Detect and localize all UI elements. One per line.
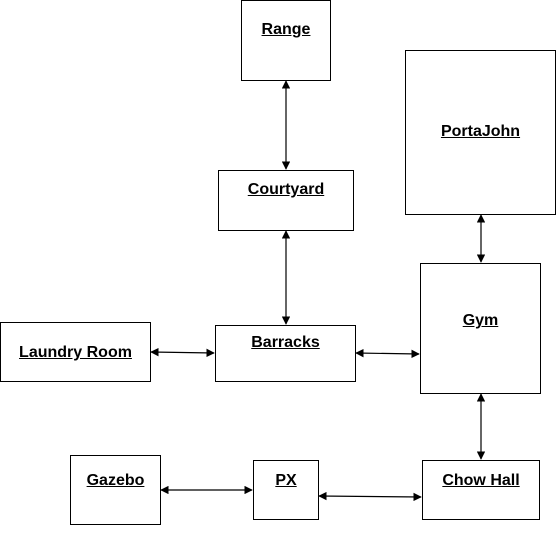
node-laundry-room-label: Laundry Room <box>19 344 132 361</box>
node-gazebo[interactable]: Gazebo <box>70 455 161 525</box>
node-barracks-label: Barracks <box>251 334 320 351</box>
node-portajohn[interactable]: PortaJohn <box>405 50 556 215</box>
edge-barracks-gym <box>355 348 420 359</box>
edge-laundry-barracks <box>150 347 215 358</box>
node-range-label: Range <box>261 21 311 38</box>
node-gym-label: Gym <box>462 312 499 329</box>
node-laundry-room[interactable]: Laundry Room <box>0 322 151 382</box>
node-courtyard[interactable]: Courtyard <box>218 170 354 231</box>
node-px-label: PX <box>275 472 297 489</box>
node-gazebo-label: Gazebo <box>86 472 145 489</box>
edge-px-chowhall <box>318 491 422 502</box>
node-range[interactable]: Range <box>241 0 331 81</box>
node-chow-hall[interactable]: Chow Hall <box>422 460 540 520</box>
node-courtyard-label: Courtyard <box>247 181 325 198</box>
node-px[interactable]: PX <box>253 460 319 520</box>
node-portajohn-label: PortaJohn <box>440 123 521 140</box>
node-barracks[interactable]: Barracks <box>215 325 356 382</box>
node-gym[interactable]: Gym <box>420 263 541 394</box>
node-chow-hall-label: Chow Hall <box>442 472 520 489</box>
